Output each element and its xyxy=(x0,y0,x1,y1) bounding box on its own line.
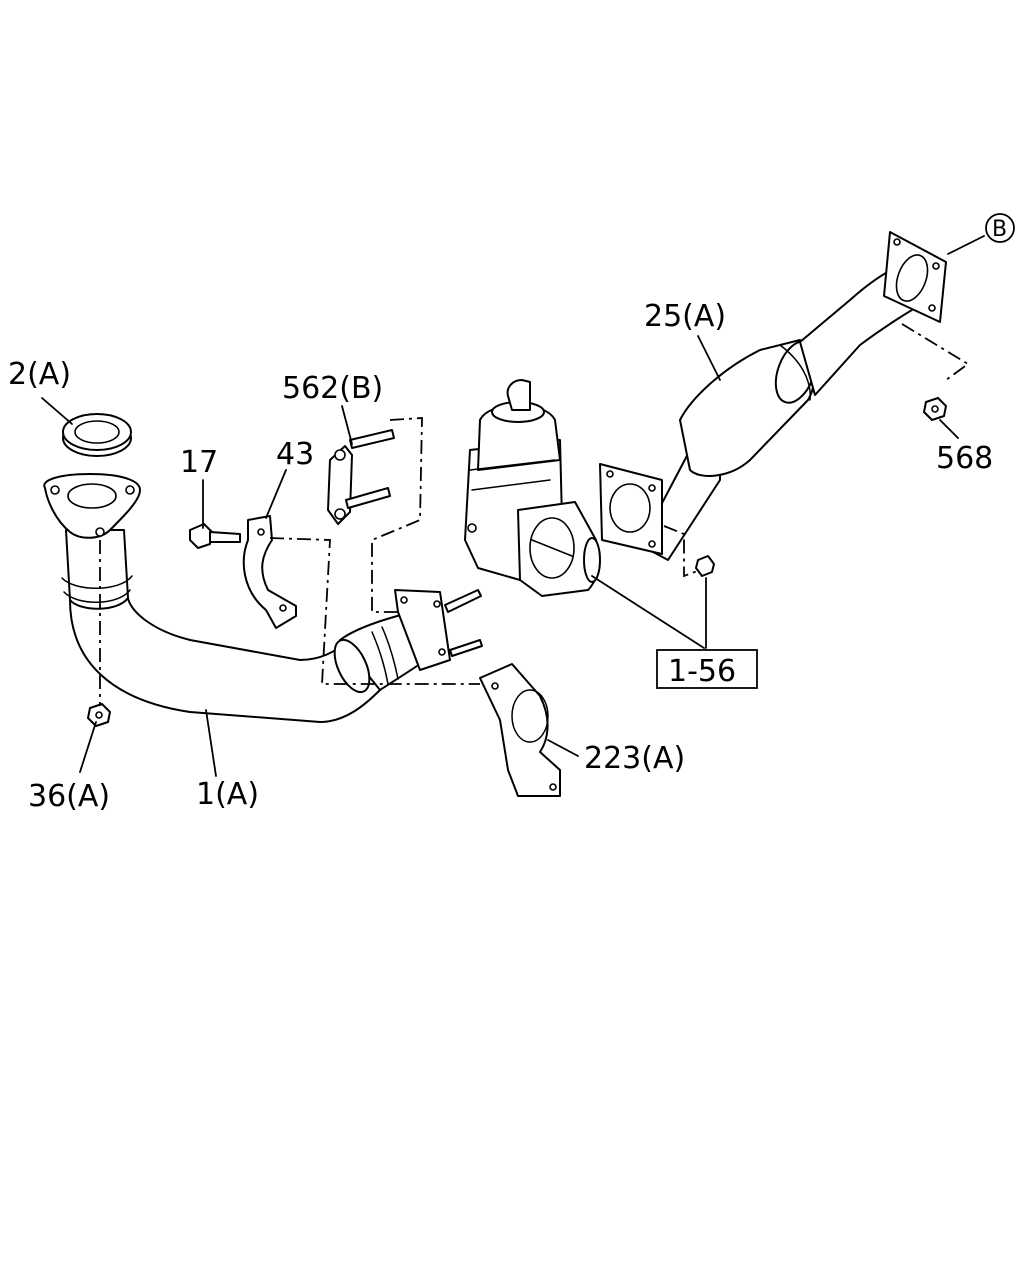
valve-assembly xyxy=(464,379,601,597)
callout-stud-bolts: 562(B) xyxy=(282,371,383,406)
reference-label: 1-56 xyxy=(668,654,736,689)
front-exhaust-pipe xyxy=(43,473,483,723)
clamp-bracket xyxy=(242,515,297,629)
callout-heat-shield: 223(A) xyxy=(584,741,685,776)
callout-bolt: 17 xyxy=(180,445,218,480)
nut-small xyxy=(695,555,715,577)
callout-gasket-ring: 2(A) xyxy=(8,357,71,392)
bolt xyxy=(189,523,241,549)
assembly-center-lines xyxy=(99,323,970,706)
stud-bolts xyxy=(327,429,395,525)
gasket-ring xyxy=(62,413,132,457)
nut-rear xyxy=(923,397,947,421)
callout-nut-front: 36(A) xyxy=(28,779,110,814)
catalytic-pipe xyxy=(599,231,947,561)
connection-b-marker: B xyxy=(985,213,1015,243)
connection-b-label: B xyxy=(992,217,1007,242)
nut-front xyxy=(87,703,111,727)
heat-shield xyxy=(479,663,561,797)
callout-front-pipe: 1(A) xyxy=(196,777,259,812)
callout-catalytic-pipe: 25(A) xyxy=(644,299,726,334)
callout-nut-rear: 568 xyxy=(936,441,993,476)
callout-clamp-bracket: 43 xyxy=(276,437,314,472)
reference-box[interactable]: 1-56 xyxy=(656,649,758,689)
leader-lines xyxy=(41,235,985,777)
